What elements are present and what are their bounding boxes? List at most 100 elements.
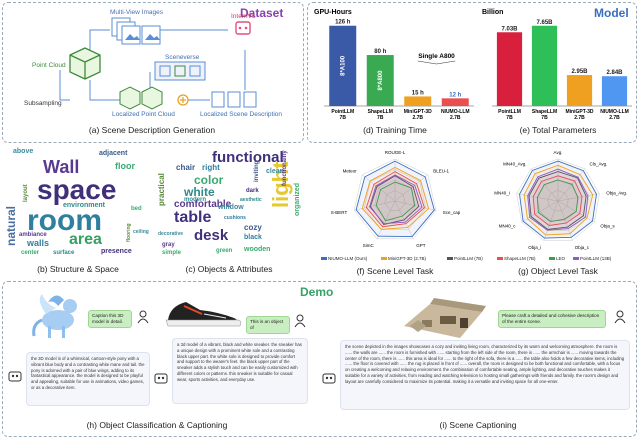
radar-axis-label: S-BERT (331, 210, 348, 215)
pony-answer: the 3D model is of a whimsical, cartoon-… (26, 352, 150, 406)
bar (329, 25, 357, 106)
radar-axis-label: Cls_Avg. (589, 161, 607, 166)
data-label: 2.95B (571, 69, 588, 75)
legend-0: NIUMO-LLM (Ours) (328, 256, 368, 261)
node-internvl: InternVL (231, 13, 256, 20)
tick-label: 2.7B (609, 115, 620, 121)
word: green (216, 248, 233, 254)
robot-icon (154, 373, 168, 384)
bar (601, 76, 628, 106)
word: walls (27, 238, 50, 248)
word: inviting (254, 160, 260, 182)
tick-label: NIUMO-LLM (441, 109, 470, 115)
caption-d: (d) Training Time (363, 125, 427, 135)
legend-2: PointLLM (7B) (454, 256, 483, 261)
word: surface (53, 250, 75, 256)
model-title: Model (594, 6, 629, 20)
word: ceiling (133, 229, 149, 235)
scene-answer: the scene depicted in the images showcas… (340, 340, 630, 410)
radar-axis-label: BLEU-1 (433, 168, 449, 173)
demo-title: Demo (300, 285, 334, 299)
word: chair (176, 163, 196, 172)
tick-label: 2.7B (412, 115, 423, 121)
radar-axis-label: Meteor (343, 168, 358, 173)
wordcloud-structure: space room area Wall floor natural above… (3, 146, 153, 258)
node-localized-pc: Localized Point Cloud (112, 111, 175, 118)
word: layout (23, 184, 29, 202)
word: Wall (43, 157, 80, 177)
radar-axis-label: GPT (416, 243, 426, 248)
radar-series (532, 175, 583, 226)
radar-grid (384, 190, 406, 211)
tick-label: MiniGPT-3D (404, 109, 432, 115)
legend-3: ShapeLLM (7B) (504, 256, 536, 261)
radar-series (355, 160, 435, 238)
shoe-prompt: This is an object of (246, 316, 290, 334)
robot-icon (8, 371, 22, 382)
tick-label: PointLLM (498, 109, 521, 115)
radar-grid (516, 158, 600, 241)
word: dark (246, 188, 259, 194)
word: comfortable (174, 199, 232, 210)
object-level-radar: Avg.Cls_Avg.Obja_Avg.Obja_sObja_cObja_iM… (494, 150, 627, 250)
word: gray (162, 242, 175, 248)
word: aesthetic (240, 197, 262, 203)
tick-label: 2.7B (574, 115, 585, 121)
sneaker-model-image (165, 302, 241, 327)
word: space (37, 174, 117, 205)
y-axis-label: GPU-Hours (314, 9, 352, 16)
radar-series (519, 160, 597, 239)
robot-icon (322, 373, 336, 384)
word: functional (212, 149, 284, 166)
word: flooring (126, 223, 132, 242)
word: black (244, 234, 262, 241)
data-label: 80 h (374, 49, 386, 55)
word: cozy (244, 223, 262, 232)
radar-axis-label: Obja_c (575, 245, 590, 250)
radar-axis-label: ROUGE-L (385, 150, 406, 155)
word: practical (157, 173, 166, 206)
word: decorative (158, 231, 184, 237)
word: presence (101, 248, 132, 255)
word: white (184, 185, 215, 199)
tick-label: 7B (506, 115, 513, 121)
user-icon (294, 314, 306, 328)
word: cushions (224, 215, 246, 221)
radar-spoke (543, 200, 559, 241)
radar-axis-label: Obja_s (600, 224, 615, 229)
word: color (194, 173, 224, 187)
annotation: Single A800 (418, 53, 455, 60)
radar-grid (364, 169, 426, 230)
word: organized (294, 182, 301, 216)
radar-legend: NIUMO-LLM (Ours) MiniGPT-3D (2.7B) Point… (318, 255, 634, 263)
word: right (202, 163, 220, 172)
user-icon (614, 310, 626, 324)
word: environment (63, 202, 106, 209)
tick-label: 2.7B (450, 115, 461, 121)
legend-1: MiniGPT-3D (2.7B) (388, 256, 427, 261)
word: wooden (244, 246, 271, 253)
caption-g: (g) Object Level Task (518, 266, 598, 276)
word: bed (131, 206, 142, 212)
total-parameters-chart: Billion7.03BPointLLM7B7.65BShapeLLM7B2.9… (482, 9, 632, 121)
word: floor (115, 161, 135, 171)
radar-axis-label: Obja_i (528, 245, 541, 250)
bar (496, 32, 523, 106)
word: clean (266, 168, 284, 175)
data-label: 7.03B (501, 26, 518, 32)
pony-prompt: Caption this 3D model in detail. (88, 310, 132, 328)
word: functionality (282, 150, 288, 186)
caption-i: (i) Scene Captioning (439, 420, 517, 430)
legend-swatches (321, 257, 579, 260)
word: simple (162, 250, 182, 256)
user-icon (137, 310, 149, 324)
radar-series (361, 166, 430, 230)
shoe-answer: a 3d model of a vibrant, black and white… (172, 338, 308, 404)
word: natural (4, 205, 18, 246)
radar-spoke (353, 200, 396, 211)
radar-grid (353, 158, 437, 240)
word: area (69, 231, 102, 248)
data-label: 15 h (412, 90, 424, 96)
